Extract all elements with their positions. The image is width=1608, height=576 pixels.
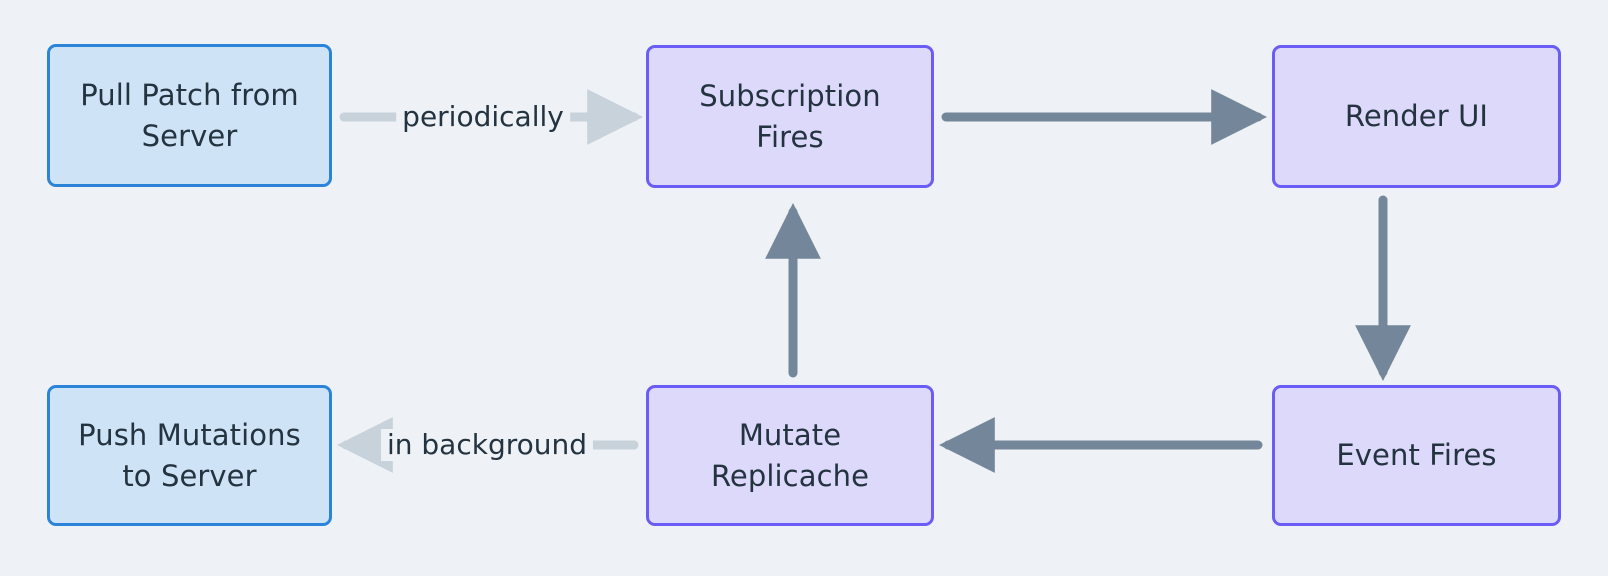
node-label: Subscription Fires	[699, 79, 881, 154]
node-label: Event Fires	[1336, 438, 1497, 473]
node-label: Pull Patch from Server	[80, 78, 299, 153]
node-push-mutations-to-server[interactable]: Push Mutations to Server	[47, 385, 332, 526]
node-render-ui[interactable]: Render UI	[1272, 45, 1561, 188]
edge-label-in-background: in background	[380, 429, 594, 461]
node-event-fires[interactable]: Event Fires	[1272, 385, 1561, 526]
node-label: Mutate Replicache	[710, 418, 870, 493]
node-mutate-replicache[interactable]: Mutate Replicache	[646, 385, 934, 526]
node-label: Push Mutations to Server	[78, 418, 301, 493]
node-label: Render UI	[1344, 99, 1489, 134]
edge-label-periodically: periodically	[396, 101, 570, 133]
node-subscription-fires[interactable]: Subscription Fires	[646, 45, 934, 188]
node-pull-patch-from-server[interactable]: Pull Patch from Server	[47, 44, 332, 187]
